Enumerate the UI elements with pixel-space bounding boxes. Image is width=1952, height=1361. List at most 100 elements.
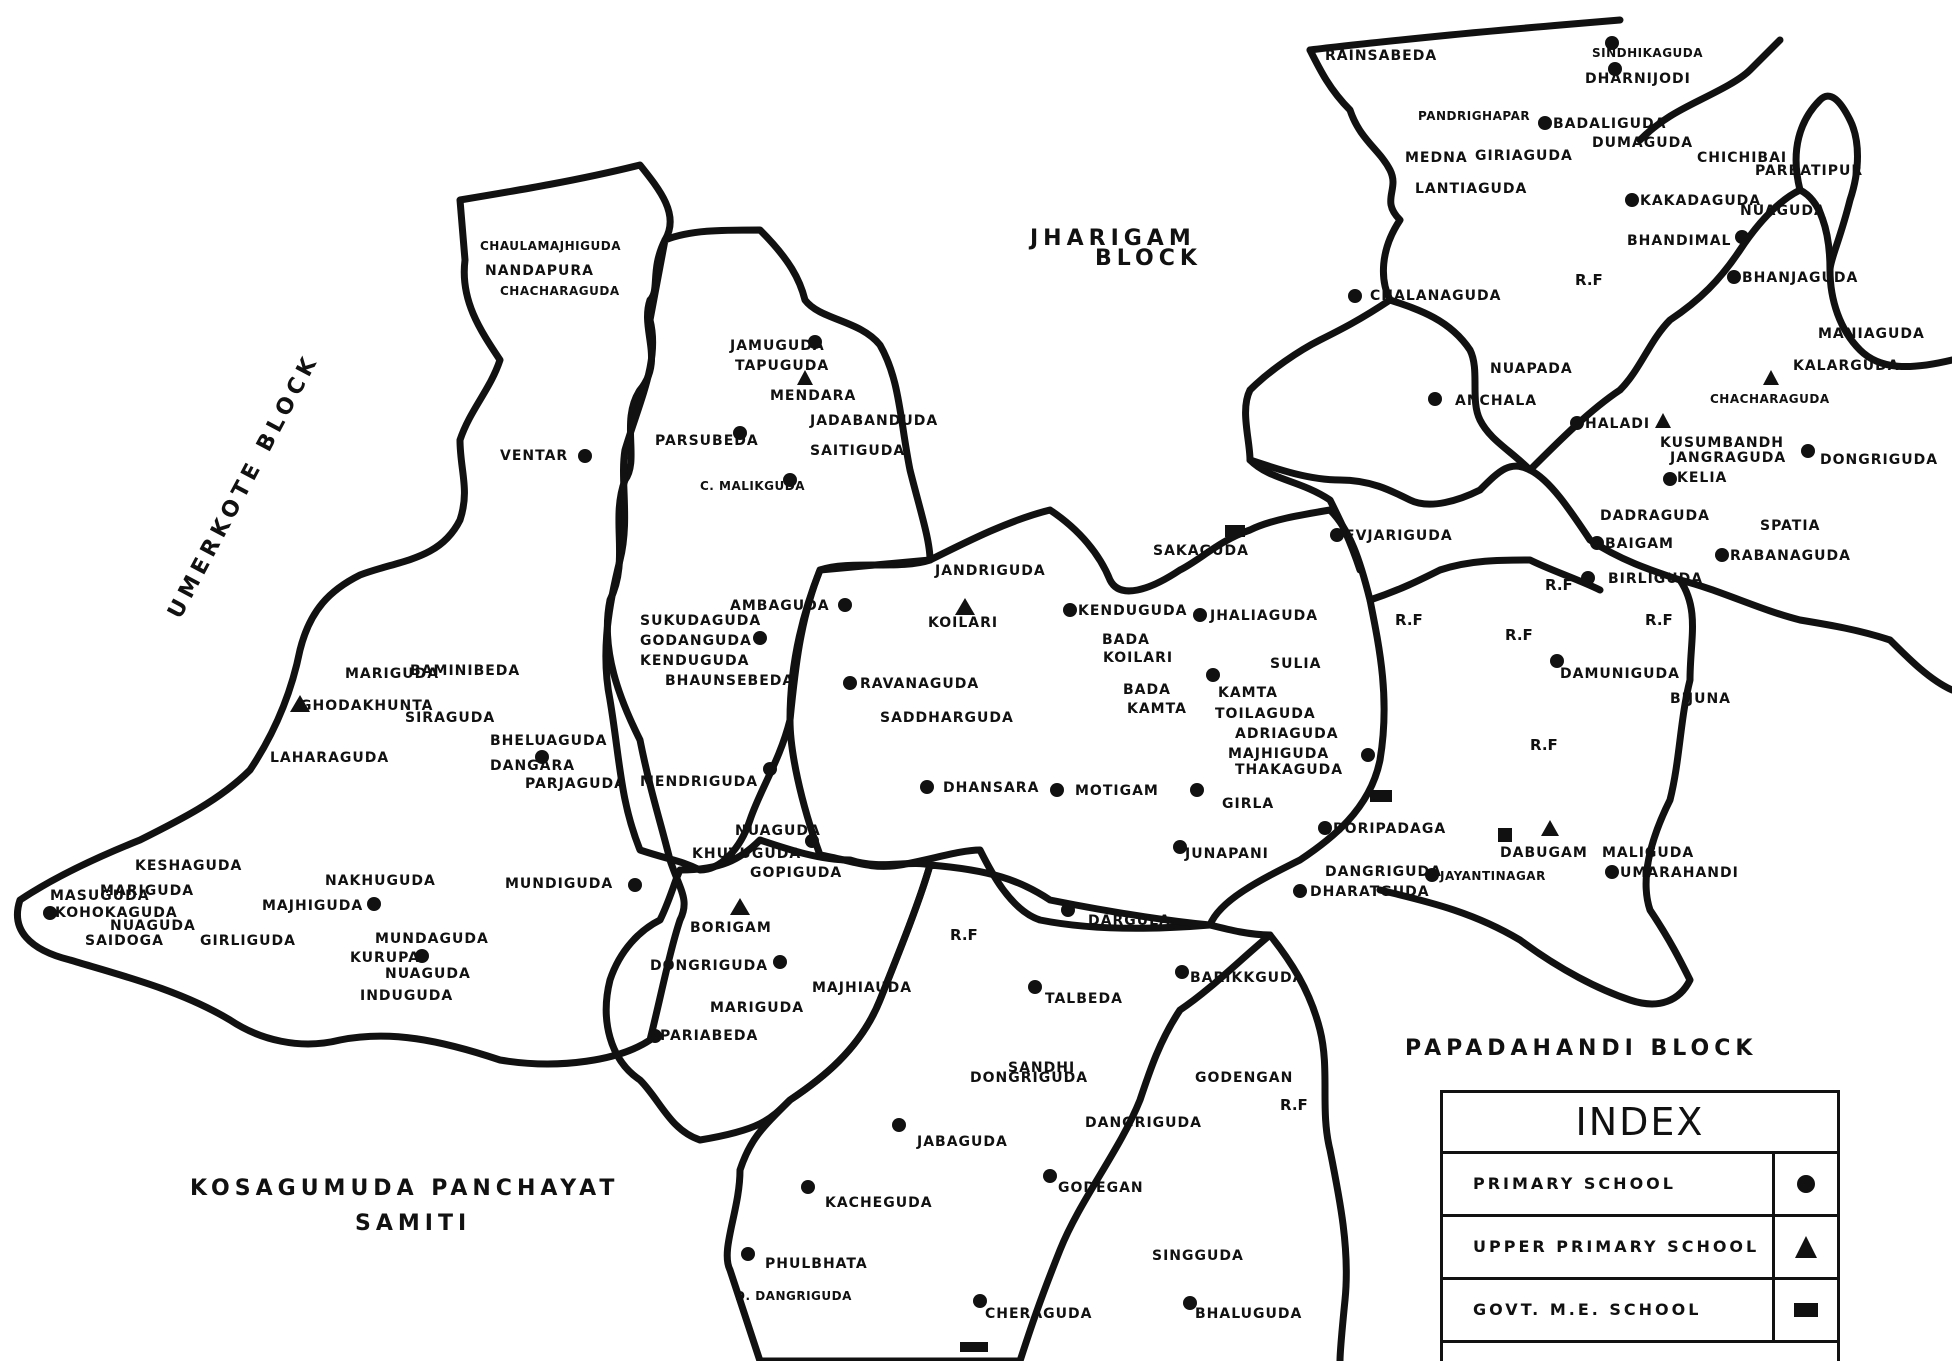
- village-markers: CHAULAMAJHIGUDANANDAPURACHACHARAGUDAVENT…: [43, 36, 1938, 1322]
- boundary-nandapura: [13, 161, 688, 1068]
- school-symbols: [290, 370, 1779, 1352]
- village-label: KELIA: [1677, 470, 1727, 486]
- village-label: JUNAPANI: [1184, 846, 1269, 862]
- village-label: D. DANGRIGUDA: [735, 1289, 852, 1303]
- upper-primary-school-icon: [290, 695, 310, 712]
- boundary-inner-east: [1792, 92, 1861, 274]
- rf-label: R.F: [1280, 1096, 1308, 1114]
- village-label: CHERAGUDA: [985, 1306, 1093, 1322]
- village-label: MAJHIAUDA: [812, 980, 912, 996]
- village-label: MAJHIGUDA: [262, 898, 363, 914]
- umerkote-block-label: UMERKOTE BLOCK: [163, 350, 324, 623]
- primary-school-icon: [1625, 193, 1639, 207]
- village-label: GIRLIGUDA: [200, 933, 296, 949]
- primary-school-icon: [973, 1294, 987, 1308]
- primary-school-icon: [920, 780, 934, 794]
- village-label: BORIPADAGA: [1333, 821, 1446, 837]
- village-label: ADRIAGUDA: [1235, 726, 1339, 742]
- village-label: CHALANAGUDA: [1370, 288, 1501, 304]
- village-label: KESHAGUDA: [135, 858, 242, 874]
- primary-school-icon: [415, 949, 429, 963]
- rf-label: R.F: [1505, 626, 1533, 644]
- village-label: BARIKKGUDA: [1190, 970, 1305, 986]
- primary-school-icon: [1605, 865, 1619, 879]
- village-label: BAMINIBEDA: [410, 663, 520, 679]
- block-boundaries: [13, 16, 1952, 1361]
- primary-school-icon: [1663, 472, 1677, 486]
- village-label: UMARAHANDI: [1620, 865, 1739, 881]
- village-label: GIRIAGUDA: [1475, 148, 1573, 164]
- village-label: RABANAGUDA: [1730, 548, 1851, 564]
- village-label: CHAULAMAJHIGUDA: [480, 239, 621, 253]
- village-label: BADALIGUDA: [1553, 116, 1666, 132]
- rf-label: R.F: [1530, 736, 1558, 754]
- boundary-medna: [1242, 46, 1404, 574]
- village-label: DAMUNIGUDA: [1560, 666, 1680, 682]
- village-label: TALBEDA: [1045, 991, 1123, 1007]
- upper-primary-school-icon: [1655, 413, 1671, 428]
- village-label: SAKAGUDA: [1153, 543, 1249, 559]
- village-label: C. MALIKGUDA: [700, 479, 805, 493]
- primary-school-icon: [783, 473, 797, 487]
- govt-me-school-icon: [960, 1342, 988, 1352]
- village-label: MARIGUDA: [345, 666, 439, 682]
- village-label: MALIGUDA: [1602, 845, 1694, 861]
- primary-school-icon: [1173, 840, 1187, 854]
- village-label: PANDRIGHAPAR: [1418, 109, 1530, 123]
- primary-school-icon: [1043, 1169, 1057, 1183]
- index-label-upper-primary: UPPER PRIMARY SCHOOL: [1473, 1237, 1760, 1256]
- village-label: CHACHARAGUDA: [500, 284, 620, 298]
- village-label: LAHARAGUDA: [270, 750, 389, 766]
- index-row-govt-me: GOVT. M.E. SCHOOL: [1443, 1280, 1837, 1343]
- jharigam-label: JHARIGAM: [1028, 226, 1196, 251]
- primary-school-icon: [1801, 444, 1815, 458]
- primary-school-icon: [1348, 289, 1362, 303]
- village-label: DHARATGUDA: [1310, 884, 1430, 900]
- village-label: HALADI: [1585, 416, 1650, 432]
- primary-school-icon: [648, 1029, 662, 1043]
- village-label: KHUTUGUDA: [692, 846, 801, 862]
- village-label: PHULBHATA: [765, 1256, 868, 1272]
- village-label: SAIDOGA: [85, 933, 164, 949]
- village-label: MASUGUDA: [50, 888, 150, 904]
- primary-school-icon: [1550, 654, 1564, 668]
- village-label: KAKADAGUDA: [1640, 193, 1761, 209]
- village-label: NUAPADA: [1490, 361, 1573, 377]
- govt-me-school-icon: [1794, 1303, 1818, 1317]
- primary-school-icon: [1425, 868, 1439, 882]
- village-label: MUNDIGUDA: [505, 876, 613, 892]
- village-label: AMBAGUDA: [730, 598, 830, 614]
- village-label: BADA: [1123, 682, 1171, 698]
- village-label: KURUPA: [350, 950, 420, 966]
- village-label: DONGRIGUDA: [1820, 452, 1938, 468]
- village-label: CHICHIBAI: [1697, 150, 1787, 166]
- primary-school-icon: [1293, 884, 1307, 898]
- primary-school-icon: [838, 598, 852, 612]
- village-label: BHAUNSEBEDA: [665, 673, 794, 689]
- village-label: RAVANAGUDA: [860, 676, 979, 692]
- village-label: KUSUMBANDH: [1660, 435, 1784, 451]
- village-label: SADDHARGUDA: [880, 710, 1014, 726]
- village-label: KOILARI: [928, 615, 998, 631]
- village-label: CHACHARAGUDA: [1710, 392, 1830, 406]
- village-label: DUMAGUDA: [1592, 135, 1693, 151]
- primary-school-icon: [578, 449, 592, 463]
- village-label: BHANDIMAL: [1627, 233, 1731, 249]
- village-label: BHALUGUDA: [1195, 1306, 1302, 1322]
- boundary-papadahandi: [1526, 186, 1952, 474]
- village-label: PARSUBEDA: [655, 433, 759, 449]
- village-label: JANDRIGUDA: [934, 563, 1046, 579]
- primary-school-icon: [805, 834, 819, 848]
- index-symbol-cell: [1772, 1154, 1837, 1214]
- village-label: KOILARI: [1103, 650, 1173, 666]
- primary-school-icon: [773, 955, 787, 969]
- govt-me-school-icon: [1498, 828, 1512, 842]
- village-label: DADRAGUDA: [1600, 508, 1710, 524]
- village-label: JANGRAGUDA: [1669, 450, 1786, 466]
- village-label: MANIAGUDA: [1818, 326, 1925, 342]
- village-label: SANDHI: [1008, 1060, 1075, 1076]
- primary-school-icon: [1735, 230, 1749, 244]
- village-label: KAMTA: [1218, 685, 1278, 701]
- govt-me-school-icon: [1370, 790, 1392, 802]
- village-label: PARJAGUDA: [525, 776, 626, 792]
